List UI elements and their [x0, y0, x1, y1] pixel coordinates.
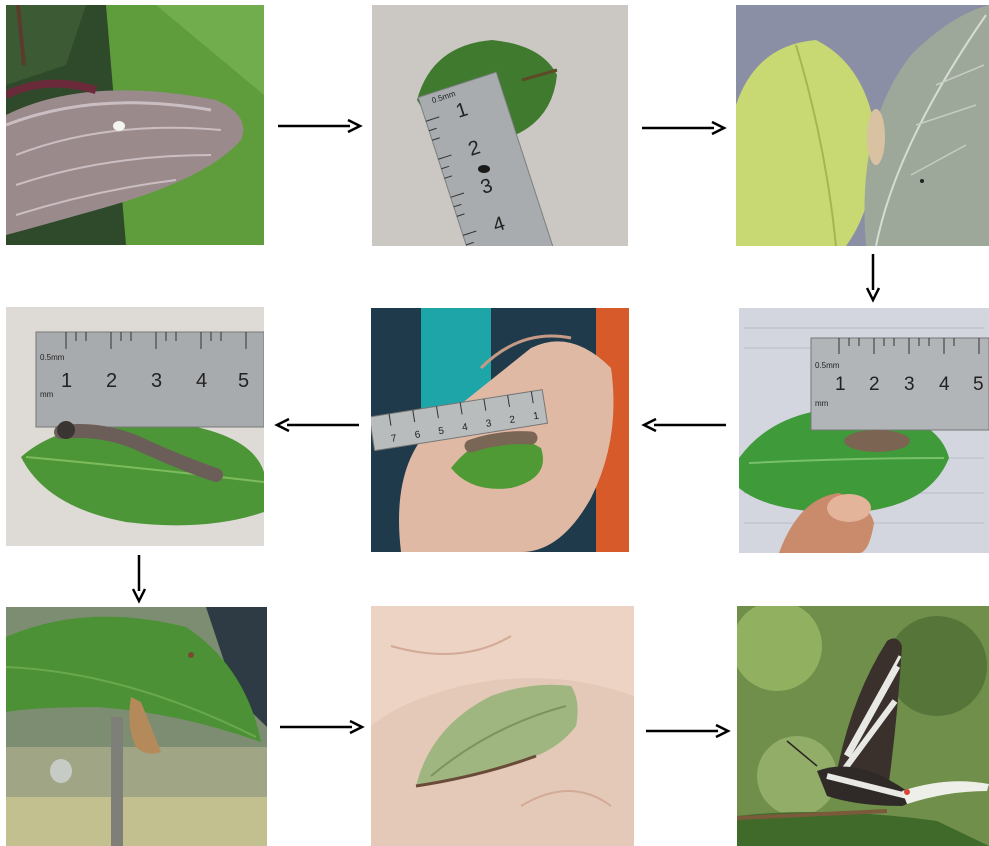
arrow-down-icon — [866, 254, 880, 300]
larva-in-hand-ruler-photo: 1 2 3 4 5 6 7 — [371, 308, 629, 552]
larva-icon — [844, 430, 910, 452]
swordtail-butterfly-photo — [737, 606, 989, 846]
egg-on-leaf-photo — [6, 5, 264, 245]
larva-with-ruler-photo: 0.5mm 1 2 3 4 — [372, 5, 628, 246]
svg-text:3: 3 — [904, 374, 915, 395]
arrow-left-icon — [277, 418, 359, 432]
svg-text:1: 1 — [61, 370, 72, 392]
svg-text:1: 1 — [835, 374, 846, 395]
svg-text:2: 2 — [106, 370, 117, 392]
larva-icon — [478, 165, 490, 173]
prepupa-under-leaf-photo — [6, 607, 267, 846]
arrow-right-icon — [280, 720, 362, 734]
larva-on-leaf-photo — [736, 5, 989, 246]
svg-text:mm: mm — [40, 390, 54, 399]
arrow-right-icon — [278, 119, 360, 133]
svg-text:4: 4 — [196, 370, 207, 392]
svg-text:3: 3 — [151, 370, 162, 392]
arrow-down-icon — [132, 555, 146, 601]
larva-with-ruler-photo: 0.5mm mm 1 2 3 4 5 — [6, 307, 264, 546]
svg-text:5: 5 — [238, 370, 249, 392]
svg-text:2: 2 — [869, 374, 880, 395]
svg-text:4: 4 — [939, 374, 950, 395]
arrow-right-icon — [646, 724, 728, 738]
svg-text:mm: mm — [815, 399, 829, 408]
svg-text:0.5mm: 0.5mm — [40, 353, 65, 362]
egg-icon — [113, 121, 125, 131]
svg-text:5: 5 — [973, 374, 984, 395]
svg-text:0.5mm: 0.5mm — [815, 361, 840, 370]
larva-with-ruler-photo: 0.5mm mm 1 2 3 4 5 — [739, 308, 989, 553]
arrow-left-icon — [644, 418, 726, 432]
arrow-right-icon — [642, 121, 724, 135]
larva-icon — [867, 109, 885, 165]
pupa-in-hand-photo — [371, 606, 634, 846]
